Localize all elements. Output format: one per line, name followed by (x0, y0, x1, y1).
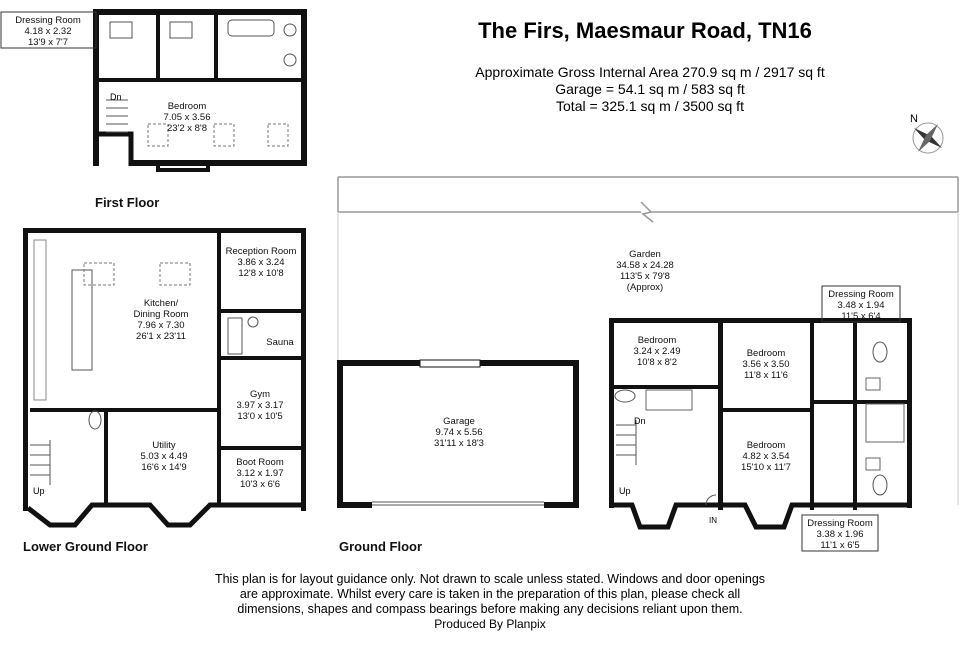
room-label-line: 4.18 x 2.32 (24, 26, 71, 37)
room-label-line: Boot Room (236, 457, 284, 468)
room-label-line: 13'0 x 10'5 (237, 411, 282, 422)
room-label-line: 3.48 x 1.94 (837, 300, 884, 311)
first-floor-partition (99, 78, 301, 82)
room-label-line: 7.05 x 3.56 (163, 112, 210, 123)
room-label-line: 3.86 x 3.24 (237, 257, 284, 268)
room-label-line: Bedroom (638, 335, 677, 346)
room-label-line: Utility (152, 440, 175, 451)
room-label-line: 12'8 x 10'8 (238, 268, 283, 279)
room-label-line: 3.56 x 3.50 (742, 359, 789, 370)
dressing-ground-bottom-label-box (801, 514, 879, 552)
room-label-line: 11'8 x 11'6 (744, 370, 788, 381)
room-label-line: Dining Room (134, 309, 189, 320)
room-label-line: 23'2 x 8'8 (167, 123, 207, 134)
up-marker-lower-ground: Up (33, 486, 45, 496)
room-label-line: 34.58 x 24.28 (616, 260, 674, 271)
room-label-line: Dressing Room (828, 289, 894, 300)
compass-icon: N (910, 113, 944, 154)
room-label-line: Reception Room (226, 246, 297, 257)
room-label-line: Sauna (266, 337, 294, 348)
disclaimer-line-3: dimensions, shapes and compass bearings … (237, 602, 742, 616)
room-label-line: Kitchen/ (144, 298, 179, 309)
room-label-line: (Approx) (627, 282, 663, 293)
plan-title: The Firs, Maesmaur Road, TN16 (478, 18, 812, 43)
room-label-line: 15'10 x 11'7 (741, 462, 791, 473)
room-label-line: 3.12 x 1.97 (236, 468, 283, 479)
ground-floor-plan (609, 318, 912, 530)
room-label-line: 10'8 x 8'2 (637, 357, 677, 368)
room-sauna: Sauna (266, 337, 294, 348)
dn-marker-first-floor: Dn (110, 92, 122, 102)
room-label-line: Dressing Room (15, 15, 81, 26)
dn-marker-ground: Dn (634, 416, 646, 426)
dressing-first-label-box (0, 11, 97, 49)
room-label-line: 7.96 x 7.30 (137, 320, 184, 331)
disclaimer-line-2: are approximate. Whilst every care is ta… (240, 587, 740, 601)
room-label-line: 10'3 x 6'6 (240, 479, 280, 490)
room-label-line: 3.97 x 3.17 (236, 400, 283, 411)
first-floor-plan (93, 9, 307, 172)
room-label-line: Gym (250, 389, 270, 400)
floor-label-lower-ground: Lower Ground Floor (23, 539, 148, 554)
entrance-marker: IN (709, 516, 717, 525)
room-label-line: 31'11 x 18'3 (434, 438, 484, 449)
room-label-line: 16'6 x 14'9 (141, 462, 186, 473)
lower-ground-floor-plan (23, 228, 306, 528)
floor-label-first: First Floor (95, 195, 159, 210)
room-label-line: 11'1 x 6'5 (820, 540, 859, 551)
disclaimer-line-1: This plan is for layout guidance only. N… (215, 572, 765, 586)
room-label-line: 11'5 x 6'4 (841, 311, 880, 322)
room-label-line: Bedroom (747, 440, 786, 451)
room-label-line: 13'9 x 7'7 (28, 37, 68, 48)
garden-area (337, 176, 959, 505)
room-label-line: 5.03 x 4.49 (140, 451, 187, 462)
first-floor-outline (93, 9, 307, 166)
room-label-line: Dressing Room (807, 518, 873, 529)
room-label-line: 113'5 x 79'8 (620, 271, 670, 282)
room-label-line: 3.38 x 1.96 (816, 529, 863, 540)
area-line-gross: Approximate Gross Internal Area 270.9 sq… (475, 64, 825, 80)
room-label-line: 26'1 x 23'11 (136, 331, 186, 342)
room-label-line: 4.82 x 3.54 (742, 451, 789, 462)
area-line-total: Total = 325.1 sq m / 3500 sq ft (556, 98, 744, 114)
garage-plan (337, 359, 579, 508)
dressing-ground-top-label-box (821, 285, 901, 323)
producer-credit: Produced By Planpix (434, 617, 545, 631)
floor-label-ground: Ground Floor (339, 539, 422, 554)
room-label-line: Bedroom (168, 101, 207, 112)
room-label-line: Bedroom (747, 348, 786, 359)
compass-north-label: N (910, 113, 918, 125)
room-label-line: 9.74 x 5.56 (435, 427, 482, 438)
room-label-line: Garage (443, 416, 475, 427)
up-marker-ground: Up (619, 486, 631, 496)
room-label-line: Garden (629, 249, 661, 260)
room-label-line: 3.24 x 2.49 (633, 346, 680, 357)
area-line-garage: Garage = 54.1 sq m / 583 sq ft (555, 81, 745, 97)
